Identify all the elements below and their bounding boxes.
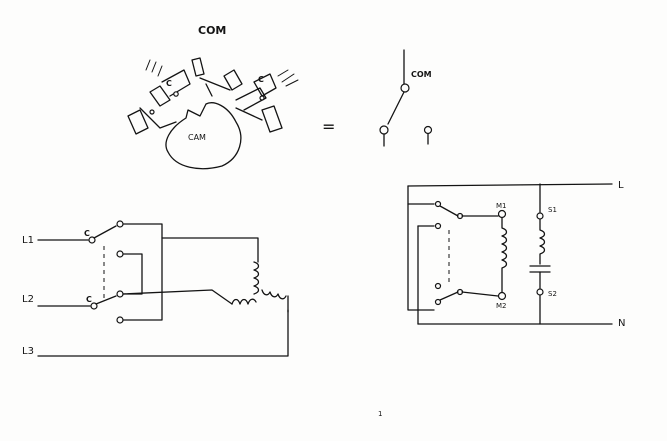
contact-block-top: [191, 57, 243, 97]
live-rail: [407, 183, 613, 187]
c-right-label: C: [258, 75, 264, 84]
com-label: COM: [198, 24, 226, 37]
l-label: L: [618, 180, 624, 191]
start-winding: [539, 218, 546, 265]
single-phase-diagram: L N M1 M2 S1: [407, 180, 625, 329]
m1-label: M1: [496, 202, 507, 210]
l2-label: L2: [22, 294, 34, 305]
c-left-label: C: [166, 79, 172, 88]
contact-block-left: [127, 59, 191, 135]
page-mark: 1: [378, 410, 382, 418]
s2-label: S2: [548, 290, 557, 298]
cam-circle: [165, 102, 242, 170]
n-label: N: [618, 318, 625, 329]
l1-label: L1: [22, 235, 34, 246]
three-phase-diagram: L1 L2 L3 C C: [22, 220, 289, 357]
capacitor: [529, 265, 551, 273]
c-bottom-label: C: [86, 295, 92, 304]
equals-sign: =: [322, 117, 335, 136]
cam-label: CAM: [188, 133, 206, 142]
c-top-label: C: [84, 229, 90, 238]
coil-left: [231, 298, 257, 305]
l3-wire: [37, 309, 289, 357]
l3-label: L3: [22, 346, 34, 357]
main-winding: [501, 217, 508, 293]
cam-switch-sketch: COM CAM C C: [127, 24, 299, 170]
m2-label: M2: [496, 302, 507, 310]
changeover-symbol: [379, 49, 433, 147]
contact-block-right: [235, 69, 299, 133]
s1-label: S1: [548, 206, 557, 214]
symbol-com-label: COM: [411, 70, 432, 79]
coil-right: [261, 289, 287, 300]
coil-top: [253, 261, 260, 295]
